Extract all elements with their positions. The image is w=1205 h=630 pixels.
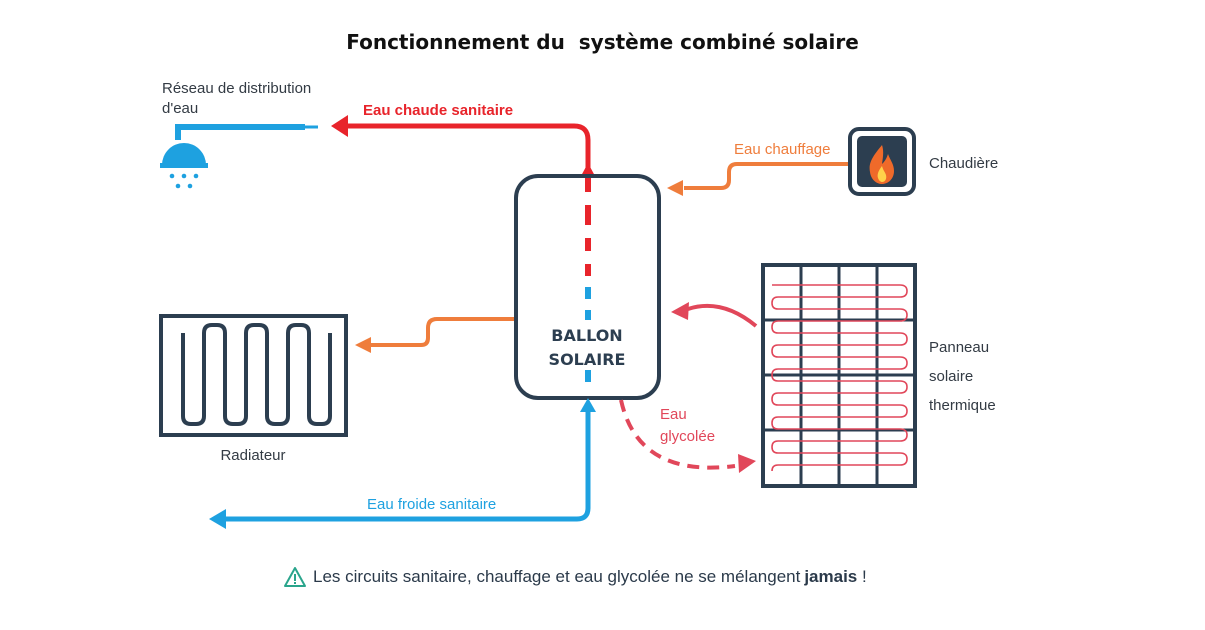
panneau-label-line3: thermique [929, 397, 996, 414]
eau-froide-label: Eau froide sanitaire [367, 496, 496, 513]
flame-icon [869, 145, 894, 184]
eau-glycolee-label-line2: glycolée [660, 428, 715, 445]
hot-water-up-arrow [581, 163, 595, 176]
cold-water-arrowhead [209, 509, 226, 529]
chaudiere-label: Chaudière [929, 155, 998, 172]
warning-note-emphasis: jamais [804, 567, 858, 586]
cold-water-up-arrow [580, 398, 596, 412]
solar-panel-icon [761, 263, 917, 488]
shower-supply-pipe [175, 124, 305, 132]
hot-water-arrowhead [331, 115, 348, 137]
warning-icon [284, 567, 306, 587]
eau-chaude-label: Eau chaude sanitaire [363, 102, 513, 119]
page-title: Fonctionnement du système combiné solair… [346, 30, 859, 54]
ballon-label-line1: BALLON [551, 326, 622, 345]
radiator-icon [159, 314, 348, 437]
warning-note-text: Les circuits sanitaire, chauffage et eau… [313, 567, 801, 586]
glycol-supply-arrowhead [738, 454, 756, 473]
hot-water-pipe [345, 123, 591, 170]
tank-internal-line [585, 178, 591, 382]
boiler-heating-arrowhead [667, 180, 683, 196]
eau-chauffage-label: Eau chauffage [734, 141, 830, 158]
warning-note-end: ! [857, 567, 867, 586]
shower-icon [160, 130, 208, 189]
ballon-label-line2: SOLAIRE [549, 350, 626, 369]
panneau-label-line2: solaire [929, 368, 973, 385]
cold-water-pipe [225, 408, 591, 522]
radiator-heating-pipe [370, 317, 514, 347]
panneau-label-line1: Panneau [929, 339, 989, 356]
reseau-label-line1: Réseau de distribution [162, 80, 311, 97]
eau-glycolee-label-line1: Eau [660, 406, 687, 423]
glycol-return-pipe [687, 304, 758, 328]
radiateur-label: Radiateur [220, 447, 285, 464]
radiator-heating-arrowhead [355, 337, 371, 353]
reseau-label-line2: d'eau [162, 100, 198, 117]
boiler-heating-pipe [684, 162, 848, 190]
glycol-supply-pipe [619, 399, 736, 470]
warning-note: Les circuits sanitaire, chauffage et eau… [283, 564, 867, 590]
glycol-return-arrowhead [671, 302, 689, 320]
